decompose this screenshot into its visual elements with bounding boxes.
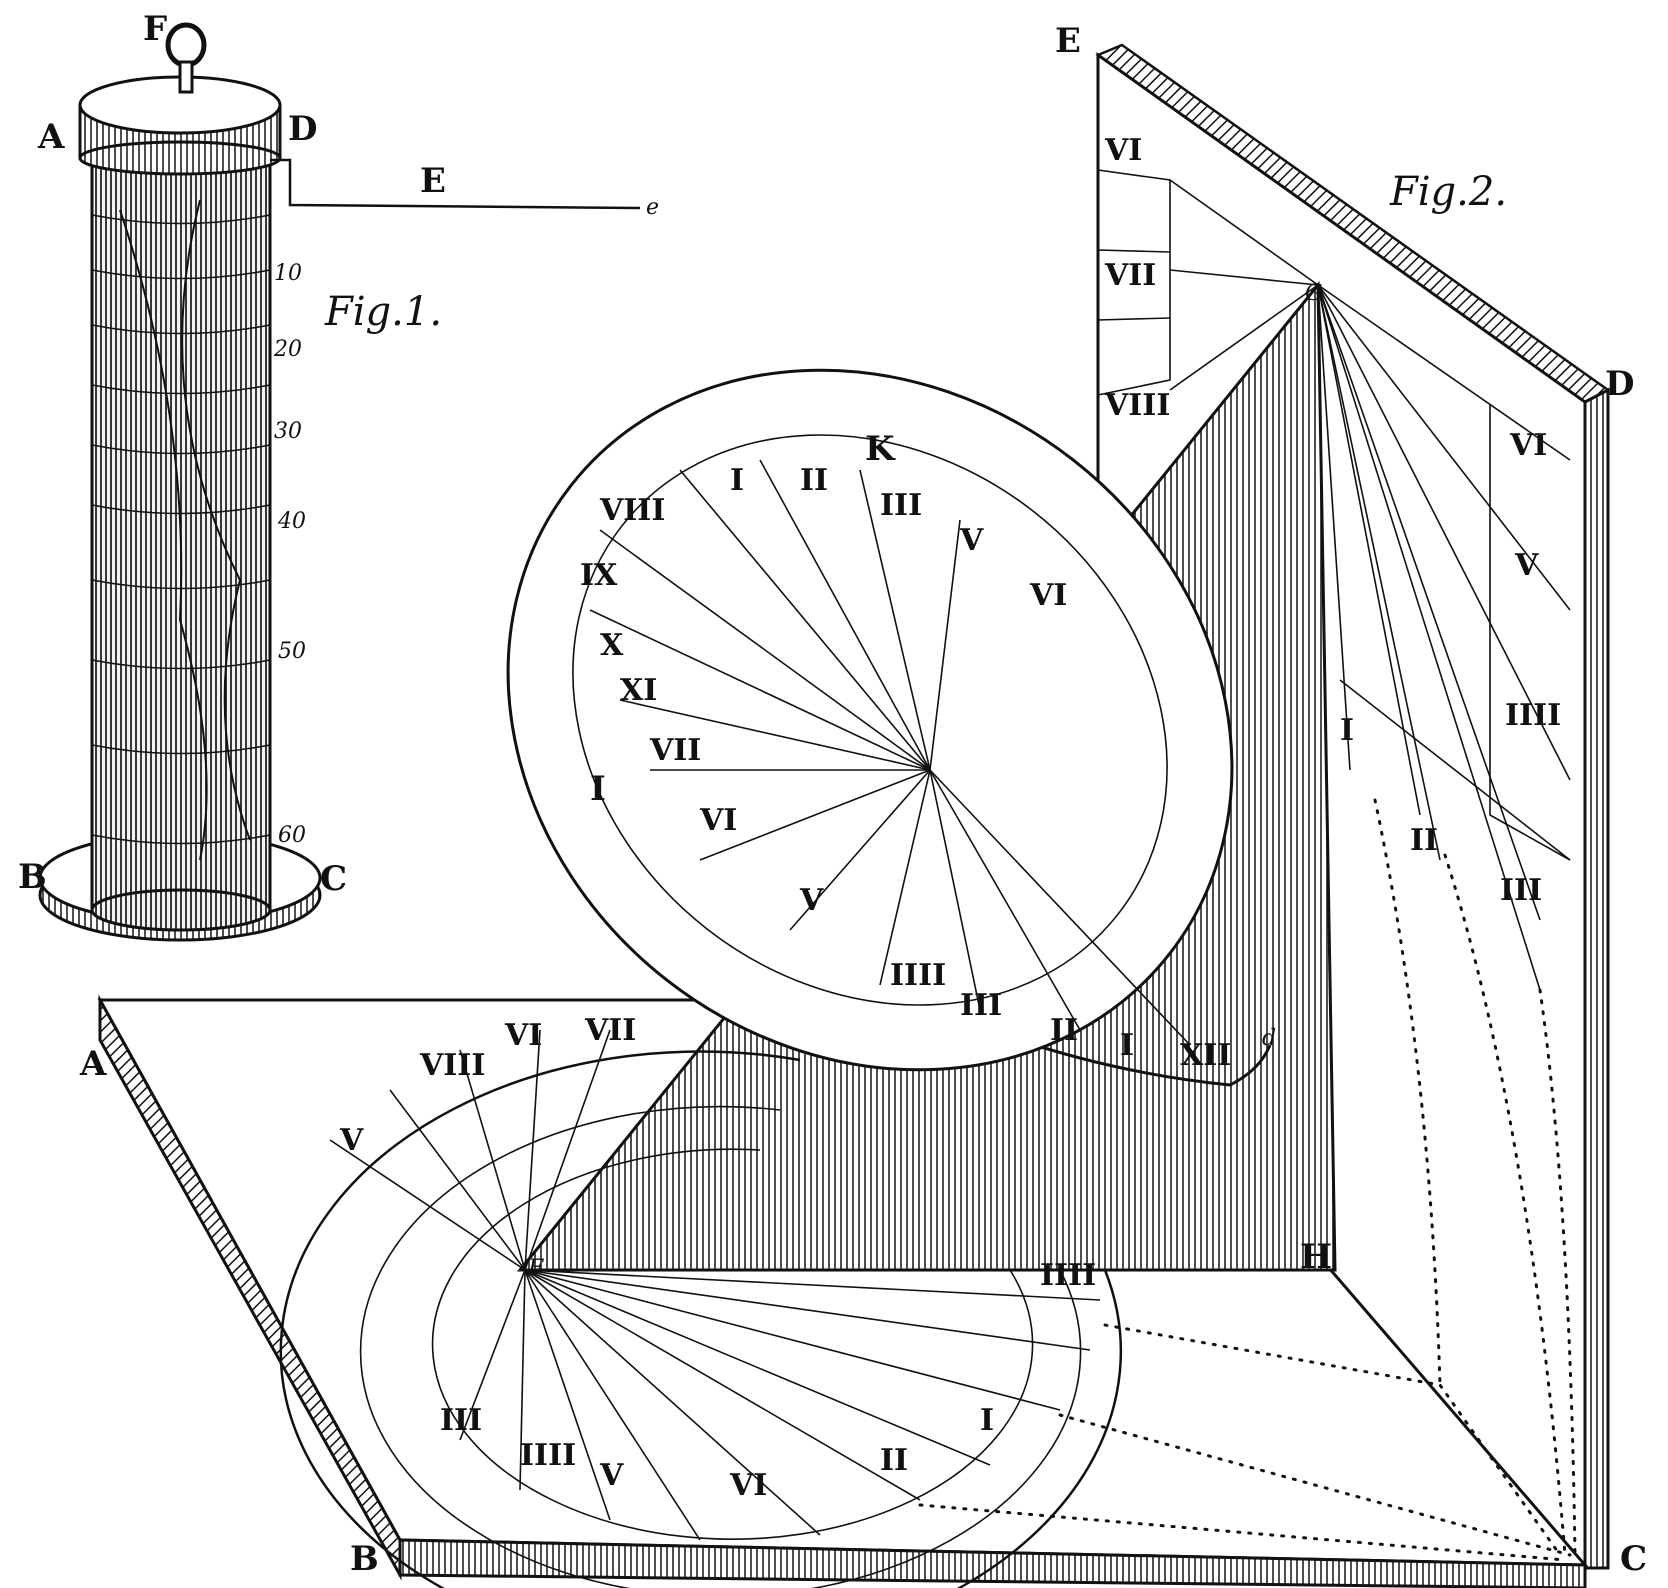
fig1-label-F: F	[143, 9, 167, 49]
fig1-label-E: E	[420, 161, 446, 201]
fig2-vertical-dial-left	[1097, 169, 1319, 396]
fig1-label-C: C	[320, 859, 347, 899]
fig2-label-A: A	[79, 1044, 107, 1084]
fig2-equatorial-I-low: I	[1120, 1028, 1134, 1063]
fig1-label-B: B	[18, 857, 47, 897]
fig2-horizontal-hour-IIII: IIII	[1040, 1258, 1096, 1293]
fig2-wall-side-edge	[1583, 387, 1610, 1570]
fig2-vertical-right-V: V	[1514, 548, 1539, 583]
fig1-scale-20: 20	[273, 337, 302, 362]
fig2-equatorial-VIII: VIII	[599, 493, 665, 528]
fig2-equatorial-XII-low: XII	[1180, 1038, 1231, 1073]
fig2-horizontal-hour-IIII-left: IIII	[520, 1438, 576, 1473]
fig2-projection-lines	[918, 798, 1577, 1562]
fig1-cylinder-dial: F A D E e B C Fig.1. 10 20 30 40 50 60	[18, 9, 659, 942]
fig2-equatorial-dial	[506, 368, 1272, 1087]
fig2-label-D: D	[1605, 364, 1634, 404]
fig1-scale-30: 30	[274, 419, 302, 444]
fig1-gnomon	[270, 158, 641, 210]
fig2-equatorial-III: III	[880, 488, 922, 523]
fig2-label-B: B	[350, 1539, 379, 1579]
fig2-equatorial-II: II	[800, 463, 828, 498]
fig2-vertical-right-IIII: IIII	[1505, 698, 1561, 733]
fig1-caption: Fig.1.	[324, 289, 442, 335]
fig2-vertical-right-I: I	[1340, 713, 1354, 748]
fig2-equatorial-V-low: V	[799, 883, 824, 918]
fig2-label-H: H	[1300, 1237, 1332, 1277]
fig1-label-e: e	[646, 195, 659, 220]
fig2-horizontal-hour-VII: VII	[584, 1013, 636, 1048]
fig2-label-G: G	[1305, 281, 1323, 306]
fig2-label-C: C	[1620, 1539, 1647, 1579]
fig2-equatorial-IX: IX	[580, 558, 618, 593]
fig2-vertical-right-II: II	[1410, 823, 1438, 858]
fig2-equatorial-VI: VI	[1029, 578, 1067, 613]
fig2-label-K: K	[865, 429, 896, 469]
fig2-horizontal-hour-VI: VI	[504, 1018, 542, 1053]
fig2-label-I: I	[590, 769, 606, 809]
fig2-equatorial-II-low: II	[1050, 1013, 1078, 1048]
fig2-equatorial-IIII-low: IIII	[890, 958, 946, 993]
fig2-caption: Fig.2.	[1389, 169, 1507, 215]
fig2-horizontal-dial	[279, 1029, 1123, 1588]
fig2-vertical-left-VIII: VIII	[1104, 388, 1170, 423]
fig1-hour-bands	[91, 199, 271, 861]
fig2-vertical-left-VII: VII	[1104, 258, 1156, 293]
fig2-vertical-right-III: III	[1500, 873, 1542, 908]
fig2-horizontal-hour-III-left: III	[440, 1403, 482, 1438]
fig2-equatorial-III-low: III	[960, 988, 1002, 1023]
fig1-scale-50: 50	[278, 639, 306, 664]
fig2-horizontal-hour-VI-left: VI	[729, 1468, 767, 1503]
fig2-equatorial-XI: XI	[620, 673, 657, 708]
fig2-equatorial-VI-low: VI	[699, 803, 737, 838]
fig2-equatorial-X: X	[600, 628, 624, 663]
fig2-horizontal-hour-I: I	[980, 1403, 994, 1438]
fig1-label-D: D	[288, 109, 317, 149]
fig1-scale-10: 10	[274, 261, 302, 286]
fig2-horizontal-hour-V: V	[339, 1123, 364, 1158]
fig2-label-E: E	[1055, 21, 1081, 61]
fig1-label-A: A	[37, 117, 65, 157]
fig2-composite-dial: VI VII VIII V IIII III IIII V VI II I VI…	[79, 21, 1647, 1588]
fig2-horizontal-hour-VIII: VIII	[419, 1048, 485, 1083]
fig2-vertical-left-VI: VI	[1104, 133, 1142, 168]
fig2-equatorial-I: I	[730, 463, 744, 498]
fig1-scale-40: 40	[277, 509, 306, 534]
fig1-suspension-ring	[165, 22, 207, 68]
fig2-equatorial-VII-low: VII	[649, 733, 701, 768]
fig2-label-d: d	[1262, 1026, 1276, 1051]
fig2-horizontal-hour-V-left: V	[599, 1458, 624, 1493]
fig2-vertical-dial-right	[1317, 284, 1571, 991]
fig2-vertical-right-VI: VI	[1509, 428, 1547, 463]
fig2-equatorial-V: V	[959, 523, 984, 558]
fig1-scale-60: 60	[278, 823, 306, 848]
fig2-horizontal-hour-II: II	[880, 1443, 908, 1478]
fig2-hour-numerals: VI VII VIII V IIII III IIII V VI II I VI…	[339, 133, 1561, 1503]
fig2-base-front-edge	[398, 1538, 1587, 1588]
fig2-label-F: F	[527, 1256, 544, 1281]
